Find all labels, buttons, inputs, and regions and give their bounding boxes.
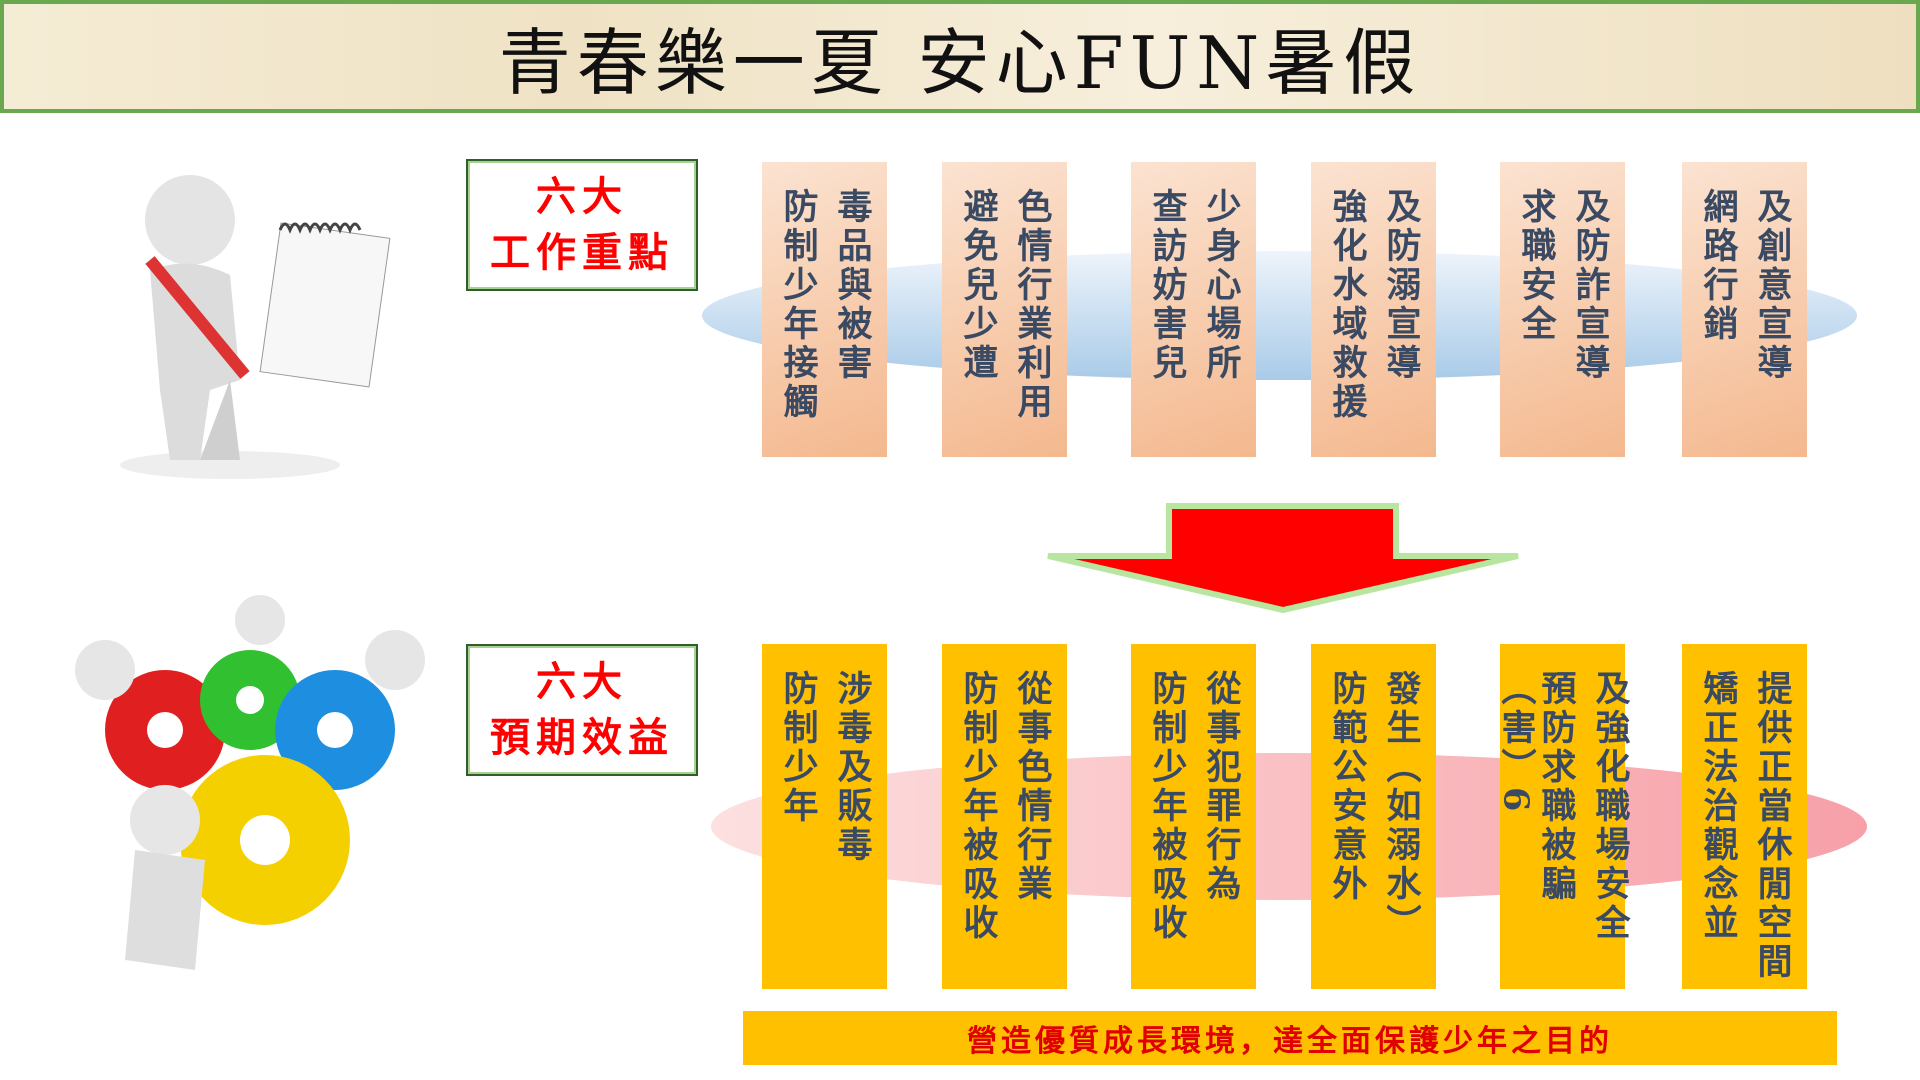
blue-ellipse-backdrop	[702, 251, 1857, 380]
item-text-line: 色情行業利用	[1011, 188, 1053, 422]
label-line: 工作重點	[490, 229, 674, 276]
label-line: 預期效益	[490, 714, 674, 761]
item-text-line: 防制少年被吸收	[1146, 670, 1188, 943]
item-text-line: 強化水域救援	[1326, 188, 1368, 422]
goal-banner: 營造優質成長環境，達全面保護少年之目的	[743, 1011, 1837, 1065]
gears-teamwork-illustration	[75, 595, 425, 970]
item-text-line: 避免兒少遭	[957, 188, 999, 383]
expected-benefit-item: 發生︵如溺水︶ 防範公安意外	[1311, 644, 1436, 989]
item-text-line: 防制少年被吸收	[957, 670, 999, 943]
item-text-line: 從事色情行業	[1011, 670, 1053, 904]
item-text-line: 發生︵如溺水︶	[1380, 670, 1422, 943]
item-text-line: 網路行銷	[1697, 188, 1739, 344]
work-focus-item: 及防溺宣導強化水域救援	[1311, 162, 1436, 457]
item-text-line: 及防詐宣導	[1569, 188, 1611, 383]
expected-benefit-item: 及強化職場安全預防求職被騙︵害︶6	[1496, 644, 1631, 989]
work-focus-item: 色情行業利用避免兒少遭	[942, 162, 1067, 457]
item-text-line: 少身心場所	[1200, 188, 1242, 383]
item-text-line: 防制少年接觸	[777, 188, 819, 422]
work-focus-item: 及防詐宣導求職安全	[1500, 162, 1625, 457]
item-text-line: 求職安全	[1515, 188, 1557, 344]
page-title: 青春樂一夏 安心FUN暑假	[498, 21, 1422, 105]
work-focus-item: 毒品與被害防制少年接觸	[762, 162, 887, 457]
item-text-line: 防制少年	[777, 670, 819, 826]
person-notepad-illustration	[120, 175, 391, 479]
title-bar: 青春樂一夏 安心FUN暑假	[0, 0, 1920, 113]
item-text-line: 防範公安意外	[1326, 670, 1368, 904]
item-text-line: 及強化職場安全	[1589, 670, 1631, 943]
item-text-line: 涉毒及販毒	[831, 670, 873, 865]
item-text-line: 及創意宣導	[1751, 188, 1793, 383]
item-text-line: 矯正法治觀念並	[1697, 670, 1739, 943]
expected-benefit-item: 從事犯罪行為防制少年被吸收	[1131, 644, 1256, 989]
work-focus-item: 及創意宣導網路行銷	[1682, 162, 1807, 457]
expected-benefit-item: 從事色情行業防制少年被吸收	[942, 644, 1067, 989]
item-text-line: 查訪妨害兒	[1146, 188, 1188, 383]
pink-ellipse-backdrop	[711, 753, 1867, 900]
work-focus-item: 少身心場所查訪妨害兒	[1131, 162, 1256, 457]
item-text-line: 毒品與被害	[831, 188, 873, 383]
item-text-line: 及防溺宣導	[1380, 188, 1422, 383]
down-arrow-icon	[1047, 503, 1519, 614]
label-line: 六大	[536, 658, 628, 705]
item-text-line: 提供正當休閒空間	[1751, 670, 1793, 982]
label-line: 六大	[536, 173, 628, 220]
six-benefits-label: 六大 預期效益	[466, 644, 698, 776]
expected-benefit-item: 涉毒及販毒防制少年	[762, 644, 887, 989]
item-text-line: 預防求職被騙︵害︶6	[1495, 670, 1577, 904]
six-work-focus-label: 六大 工作重點	[466, 159, 698, 291]
item-text-line: 從事犯罪行為	[1200, 670, 1242, 904]
expected-benefit-item: 提供正當休閒空間矯正法治觀念並	[1682, 644, 1807, 989]
